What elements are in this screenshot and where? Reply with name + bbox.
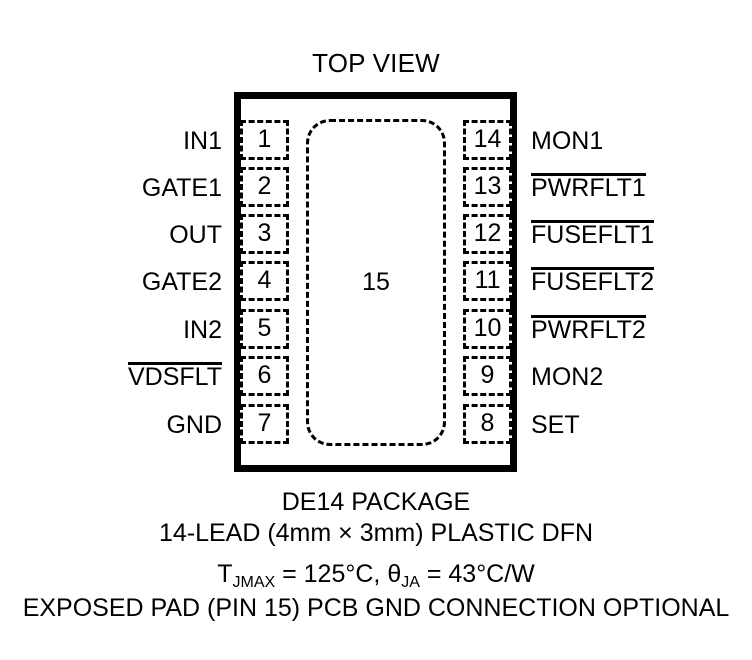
tjmax-symbol: T (217, 560, 233, 588)
theta-subscript: JA (401, 574, 420, 591)
pin-box-4: 4 (240, 261, 289, 301)
pin-box-7: 7 (240, 404, 289, 444)
pin-box-2: 2 (240, 167, 289, 207)
theta-value: = 43°C/W (419, 560, 535, 588)
tjmax-value: = 125°C, (275, 560, 388, 588)
pin-label-in1: IN1 (183, 120, 222, 160)
signal-name: VDSFLT (128, 361, 222, 391)
pin-label-in2: IN2 (183, 309, 222, 349)
pin-label-vdsflt: VDSFLT (128, 356, 222, 396)
pin-number: 9 (480, 360, 495, 389)
pin-number: 3 (257, 218, 272, 247)
pin-box-3: 3 (240, 214, 289, 254)
signal-name: FUSEFLT2 (531, 266, 655, 296)
signal-name: MON1 (531, 126, 604, 155)
pin-label-gnd: GND (166, 404, 222, 444)
pin-label-gate2: GATE2 (142, 261, 222, 301)
signal-name: GATE2 (141, 267, 222, 296)
pin-number: 8 (480, 408, 495, 437)
pin-box-6: 6 (240, 356, 289, 396)
signal-name: PWRFLT2 (531, 314, 646, 344)
pin-box-14: 14 (463, 120, 512, 160)
signal-name: IN1 (183, 126, 222, 155)
caption-thermal-spec: TJMAX = 125°C, θJA = 43°C/W (0, 559, 752, 593)
pin-label-gate1: GATE1 (142, 167, 222, 207)
pin-label-mon1: MON1 (531, 120, 603, 160)
signal-name: GND (166, 410, 222, 439)
caption-package-name: DE14 PACKAGE (281, 488, 471, 516)
signal-name: SET (531, 410, 580, 439)
pin-number: 5 (257, 313, 272, 342)
pin-box-10: 10 (463, 309, 512, 349)
caption-exposed-pad-note: EXPOSED PAD (PIN 15) PCB GND CONNECTION … (22, 594, 730, 622)
pin-number: 4 (257, 265, 272, 294)
pin-label-pwrflt1: PWRFLT1 (531, 167, 646, 207)
pin-box-13: 13 (463, 167, 512, 207)
pin-number: 2 (257, 171, 272, 200)
pin-number: 6 (257, 360, 272, 389)
signal-name: OUT (169, 220, 222, 249)
pin-label-fuseflt2: FUSEFLT2 (531, 261, 655, 301)
pin-label-fuseflt1: FUSEFLT1 (531, 214, 655, 254)
signal-name: GATE1 (141, 173, 222, 202)
pin-number: 13 (473, 171, 502, 200)
pin-number: 14 (473, 124, 502, 153)
pin-number: 10 (473, 313, 502, 342)
pin-number: 11 (474, 265, 501, 294)
exposed-pad-number: 15 (362, 268, 390, 296)
exposed-pad-outline: 15 (306, 119, 446, 446)
pin-box-5: 5 (240, 309, 289, 349)
signal-name: PWRFLT1 (531, 172, 646, 202)
signal-name: FUSEFLT1 (531, 219, 655, 249)
tjmax-subscript: JMAX (232, 574, 276, 591)
pin-label-pwrflt2: PWRFLT2 (531, 309, 646, 349)
signal-name: IN2 (183, 315, 222, 344)
pin-number: 12 (473, 218, 502, 247)
signal-name: MON2 (531, 362, 604, 391)
pin-number: 7 (257, 408, 272, 437)
package-caption: DE14 PACKAGE 14-LEAD (4mm × 3mm) PLASTIC… (0, 487, 752, 624)
pin-number: 1 (257, 124, 272, 153)
pin-box-9: 9 (463, 356, 512, 396)
pin-box-12: 12 (463, 214, 512, 254)
pin-label-mon2: MON2 (531, 356, 603, 396)
caption-package-description: 14-LEAD (4mm × 3mm) PLASTIC DFN (158, 519, 594, 547)
pin-box-11: 11 (463, 261, 512, 301)
theta-symbol: θ (387, 560, 402, 588)
pin-label-out: OUT (169, 214, 222, 254)
page-title: TOP VIEW (312, 48, 440, 78)
pin-label-set: SET (531, 404, 580, 444)
pin-box-8: 8 (463, 404, 512, 444)
pin-box-1: 1 (240, 120, 289, 160)
